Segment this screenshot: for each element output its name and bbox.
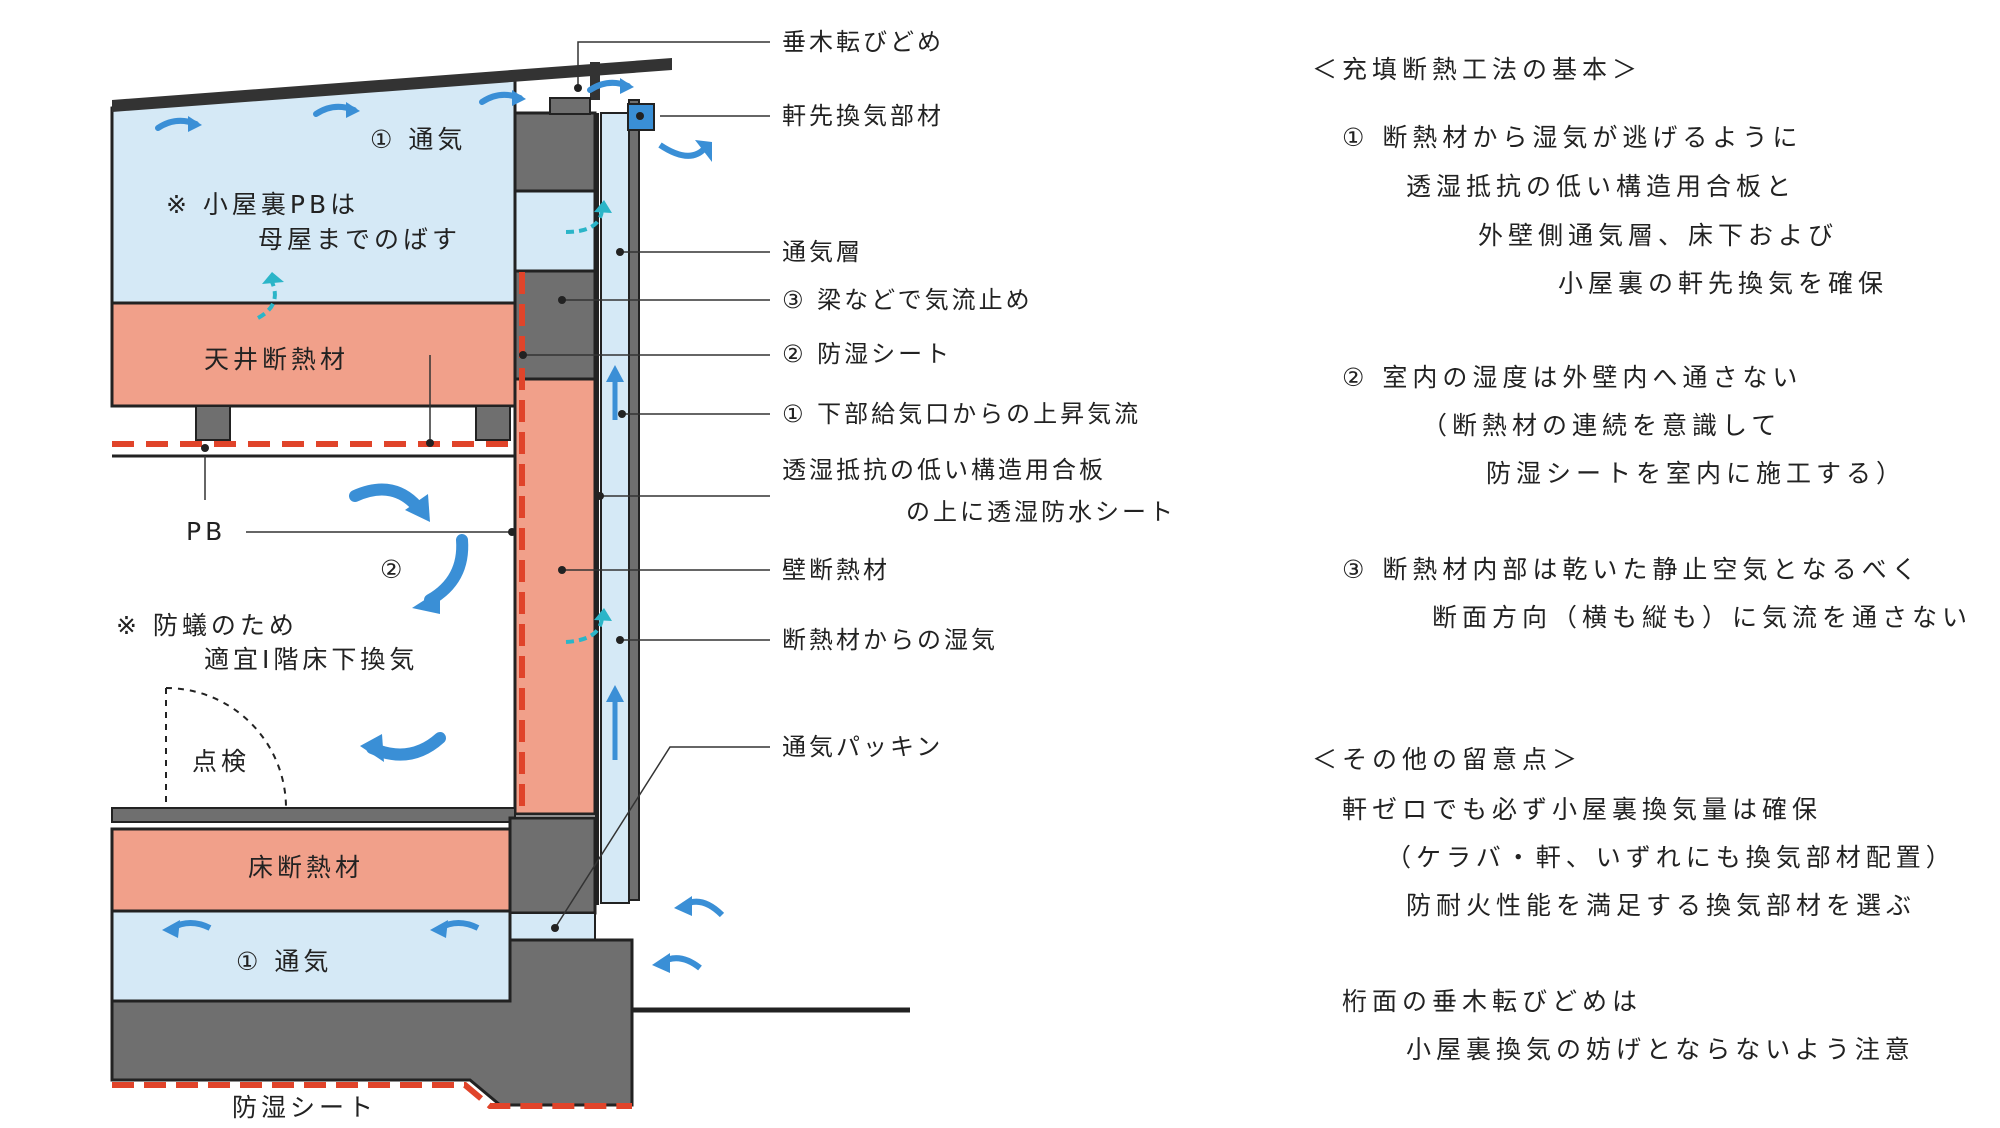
underfloor-airflow-arrows	[162, 896, 725, 973]
floor-insulation-label: 床断熱材	[248, 853, 364, 882]
floor-board	[111, 807, 516, 823]
callout-plywood-line2: の上に透湿防水シート	[906, 498, 1176, 526]
top-plate	[513, 111, 597, 193]
callout-moisture: 断熱材からの湿気	[782, 626, 998, 654]
beam	[513, 269, 597, 381]
wall-insulation	[513, 377, 597, 816]
basic-1-line2: 透湿抵抗の低い構造用合板と	[1406, 172, 1797, 201]
wall-airflow-arrows	[606, 365, 624, 760]
other-1-line2: （ケラバ・軒、いずれにも換気部材配置）	[1386, 843, 1956, 872]
sill	[508, 816, 597, 915]
eave-vent-member	[627, 103, 655, 131]
callout-updraft: ① 下部給気口からの上昇気流	[782, 400, 1141, 428]
moisture-arrows	[256, 200, 612, 644]
leader-dots	[201, 84, 644, 932]
attic-note-line1: ※ 小屋裏PBは	[166, 190, 359, 219]
basic-1-line1: ① 断熱材から湿気が逃げるように	[1342, 123, 1803, 152]
room-flow-label: ②	[380, 555, 406, 584]
basic-1-line3: 外壁側通気層、床下および	[1478, 221, 1839, 250]
ground-vapor-barrier	[112, 1082, 632, 1109]
attic-note-line2: 母屋までのばす	[258, 225, 461, 254]
inspection-door	[165, 687, 287, 809]
other-1-line1: 軒ゼロでも必ず小屋裏換気量は確保	[1342, 795, 1823, 824]
basic-2-line2: （断熱材の連続を意識して	[1422, 411, 1782, 440]
eave-vent-member-base	[549, 97, 591, 115]
callout-rafter-stop: 垂木転びどめ	[782, 28, 944, 56]
pb-label: PB	[186, 517, 226, 546]
ceiling-insulation-label: 天井断熱材	[204, 345, 349, 374]
basic-1-line4: 小屋裏の軒先換気を確保	[1558, 269, 1889, 298]
room-airflow-arrows	[349, 483, 469, 762]
basic-2-line3: 防湿シートを室内に施工する）	[1486, 459, 1907, 488]
ceiling-insulation	[110, 301, 517, 408]
termite-note-line1: ※ 防蟻のため	[116, 611, 298, 640]
other-1-line3: 防耐火性能を満足する換気部材を選ぶ	[1406, 891, 1917, 920]
exterior-cladding	[628, 99, 640, 901]
basic-3-line1: ③ 断熱材内部は乾いた静止空気となるべく	[1342, 555, 1922, 584]
callout-beam-airstop: ③ 梁などで気流止め	[782, 286, 1033, 314]
callout-wall-insulation: 壁断熱材	[782, 556, 890, 584]
inspection-label: 点検	[192, 747, 250, 776]
basics-title: ＜充填断熱工法の基本＞	[1312, 55, 1643, 84]
callout-leaders	[204, 41, 770, 929]
other-2-line1: 桁面の垂木転びどめは	[1342, 987, 1643, 1016]
other-2-line2: 小屋裏換気の妨げとならないよう注意	[1406, 1035, 1915, 1064]
ceiling-joist-left	[195, 405, 231, 441]
attic-airflow-arrows	[158, 78, 712, 162]
callout-plywood-line1: 透湿抵抗の低い構造用合板	[782, 456, 1106, 484]
underfloor-vent-label: ① 通気	[236, 947, 332, 976]
ventilation-layer	[600, 112, 630, 904]
callout-packing: 通気パッキン	[782, 733, 943, 761]
other-title: ＜その他の留意点＞	[1312, 745, 1583, 774]
callout-eave-vent: 軒先換気部材	[782, 102, 944, 130]
basic-3-line2: 断面方向（横も縦も）に気流を通さない	[1432, 603, 1973, 632]
ground-vapor-barrier-label: 防湿シート	[232, 1093, 377, 1122]
basic-2-line1: ② 室内の湿度は外壁内へ通さない	[1342, 363, 1803, 392]
attic-vent-label: ① 通気	[370, 125, 466, 154]
ceiling-joist-right	[475, 405, 511, 441]
callout-air-layer: 通気層	[782, 238, 863, 266]
callout-vapor-sheet: ② 防湿シート	[782, 340, 952, 368]
termite-note-line2: 適宜Ⅰ階床下換気	[204, 645, 418, 674]
